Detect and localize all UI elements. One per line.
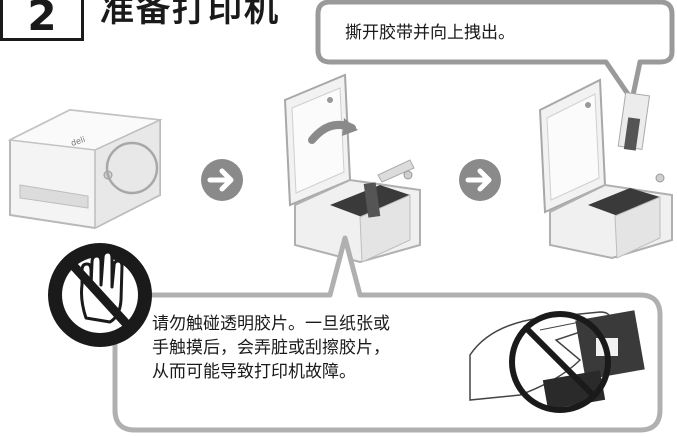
step-title: 准备打印机 [100,0,280,30]
step-number: 2 [27,0,57,40]
step-number-box: 2 [0,0,84,41]
printer-closed-illustration: deli [7,108,163,230]
printer-brand-label: deli [70,135,87,148]
warning-line: 手触摸后，会弄脏或刮擦胶片， [152,338,390,358]
highlight-circle [105,141,159,195]
callout-bubble [315,0,675,103]
no-touch-icon [48,243,152,347]
printer-open-tape-illustration [283,73,421,264]
finger-touching-film-illustration [469,310,645,413]
arrow-right-icon [459,159,501,201]
callout-text: 撕开胶带并向上拽出。 [345,23,515,43]
warning-line: 从而可能导致打印机故障。 [152,362,356,382]
warning-text: 请勿触碰透明胶片。一旦纸张或 手触摸后，会弄脏或刮擦胶片， 从而可能导致打印机故… [152,312,390,384]
printer-tape-removed-illustration [538,78,673,260]
warning-line: 请勿触碰透明胶片。一旦纸张或 [152,314,390,334]
arrow-right-icon [201,159,243,201]
